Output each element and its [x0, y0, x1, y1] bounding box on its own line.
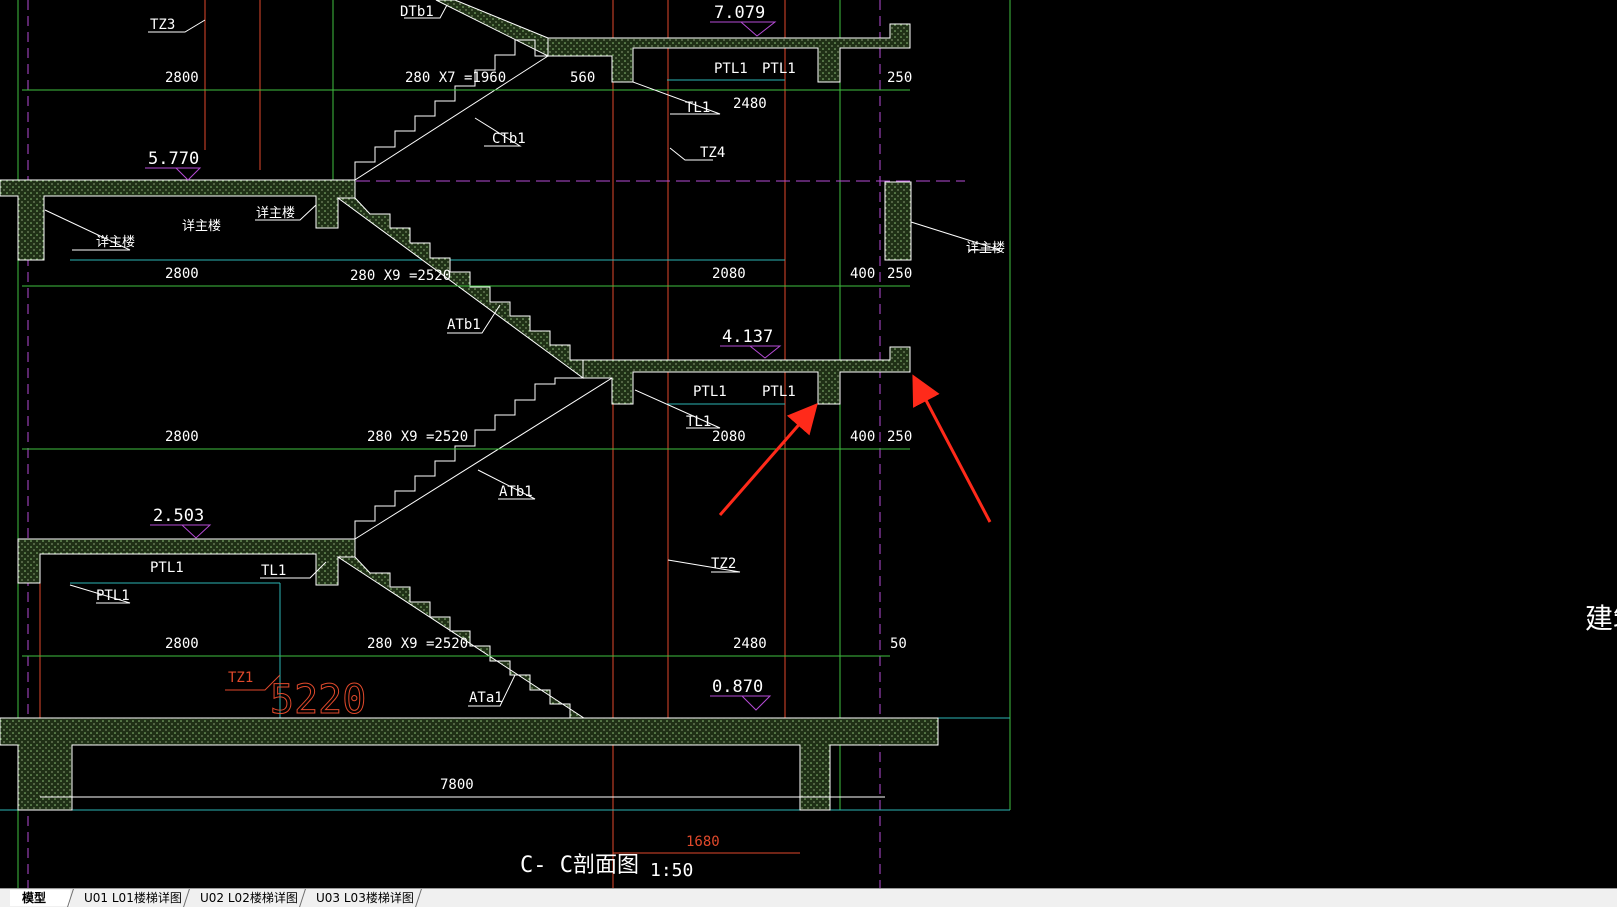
label-ata1: ATa1 [469, 690, 503, 706]
dim-250-c: 250 [887, 429, 912, 445]
arrow-pointing-beam [718, 402, 818, 516]
drawing-scale: 1:50 [650, 860, 693, 881]
elevation-5770: 5.770 [148, 149, 199, 169]
label-tz2: TZ2 [711, 556, 736, 572]
tab-u02-l02[interactable]: U02 L02楼梯详图 [200, 891, 298, 905]
dim-250-a: 250 [887, 70, 912, 86]
label-tz4: TZ4 [700, 145, 725, 161]
dim-7800: 7800 [440, 777, 474, 793]
label-tz1: TZ1 [228, 670, 253, 686]
label-ptl1-low: PTL1 [150, 560, 184, 576]
label-dtb1: DTb1 [400, 4, 434, 20]
label-atb1-b: ATb1 [499, 484, 533, 500]
dim-2800-d: 2800 [165, 636, 199, 652]
dim-2800-c: 2800 [165, 429, 199, 445]
label-ptl1-top-b: PTL1 [762, 61, 796, 77]
dim-280x9-c: 280 X9 =2520 [367, 636, 468, 652]
dim-5220: 5220 [270, 677, 366, 723]
dim-2480-a: 2480 [733, 96, 767, 112]
dim-2080-b: 2080 [712, 429, 746, 445]
concrete-structure [0, 0, 939, 811]
dim-560: 560 [570, 70, 595, 86]
dim-280x7: 280 X7 =1960 [405, 70, 506, 86]
dim-280x9-a: 280 X9 =2520 [350, 268, 451, 284]
dim-2800-b: 2800 [165, 266, 199, 282]
elevation-markers [145, 21, 782, 711]
label-tl1-mid: TL1 [686, 414, 711, 430]
drawing-title: C- C剖面图 [520, 853, 639, 878]
tab-model[interactable]: 模型 [10, 890, 70, 906]
dim-50: 50 [890, 636, 907, 652]
label-see-main-d: 详主楼 [966, 241, 1005, 256]
dimension-lines [22, 89, 910, 854]
elevation-7079: 7.079 [714, 3, 765, 23]
dim-400-b: 400 [850, 429, 875, 445]
label-ctb1: CTb1 [492, 131, 526, 147]
cad-drawing-canvas[interactable]: 7.079 5.770 4.137 2.503 0.870 2800 280 X… [0, 0, 1617, 888]
dim-2800-a: 2800 [165, 70, 199, 86]
dim-2080-a: 2080 [712, 266, 746, 282]
label-tz3: TZ3 [150, 17, 175, 33]
label-see-main-b: 详主楼 [256, 206, 295, 221]
elevation-2503: 2.503 [153, 506, 204, 526]
dim-1680: 1680 [686, 834, 720, 850]
side-text: 建筑 [1585, 602, 1617, 635]
elevation-4137: 4.137 [722, 327, 773, 347]
label-see-main-c: 详主楼 [96, 235, 135, 250]
dim-2480-b: 2480 [733, 636, 767, 652]
leader-lines [44, 4, 1001, 707]
label-ptl1-low-b: PTL1 [96, 588, 130, 604]
annotation-arrows [718, 374, 992, 523]
arrow-pointing-slab-end [912, 374, 992, 523]
label-ptl1-mid-a: PTL1 [693, 384, 727, 400]
elevation-0870: 0.870 [712, 677, 763, 697]
stair-outlines [354, 39, 613, 540]
label-tl1-low: TL1 [261, 563, 286, 579]
dim-280x9-b: 280 X9 =2520 [367, 429, 468, 445]
layout-tab-bar: 模型 U01 L01楼梯详图 U02 L02楼梯详图 U03 L03楼梯详图 [0, 888, 1617, 907]
tab-u03-l03[interactable]: U03 L03楼梯详图 [316, 891, 414, 905]
dim-400-a: 400 [850, 266, 875, 282]
tab-u01-l01[interactable]: U01 L01楼梯详图 [84, 891, 182, 905]
label-see-main-a: 详主楼 [182, 219, 221, 234]
dim-250-b: 250 [887, 266, 912, 282]
label-atb1-a: ATb1 [447, 317, 481, 333]
label-ptl1-top-a: PTL1 [714, 61, 748, 77]
label-tl1-top: TL1 [685, 100, 710, 116]
label-ptl1-mid-b: PTL1 [762, 384, 796, 400]
